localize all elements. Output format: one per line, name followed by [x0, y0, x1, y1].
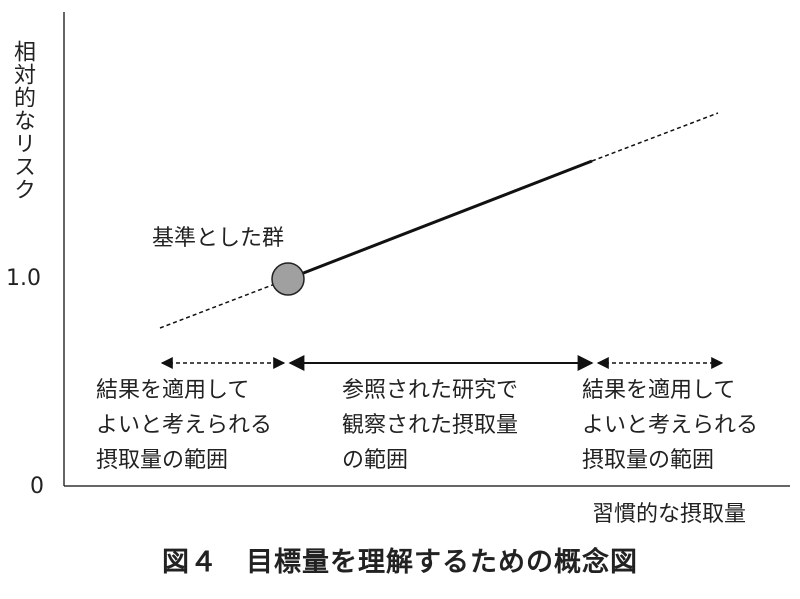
middle-range-line-1: 参照された研究で [342, 378, 519, 403]
extrapolated-line-right [591, 112, 719, 162]
y-axis-label: 相対的なリスク [10, 40, 35, 201]
extrapolated-line-left [159, 278, 289, 329]
x-axis-label: 習慣的な摂取量 [592, 502, 747, 527]
y-tick-zero: 0 [30, 474, 44, 499]
middle-range-line-2: 観察された摂取量 [342, 413, 519, 438]
left-range-line-3: 摂取量の範囲 [96, 448, 229, 473]
right-range-line-1: 結果を適用して [582, 378, 736, 403]
left-range-line-2: よいと考えられる [96, 413, 273, 438]
right-range-line-3: 摂取量の範囲 [582, 448, 715, 473]
reference-group-marker [271, 262, 305, 296]
y-tick-one: 1.0 [6, 266, 41, 291]
left-range-line-1: 結果を適用して [96, 378, 250, 403]
middle-range-line-3: の範囲 [342, 448, 409, 473]
right-range-line-2: よいと考えられる [582, 413, 759, 438]
observed-line [287, 159, 593, 281]
figure-caption: 図４ 目標量を理解するための概念図 [162, 547, 638, 578]
reference-group-label: 基準とした群 [152, 226, 285, 251]
